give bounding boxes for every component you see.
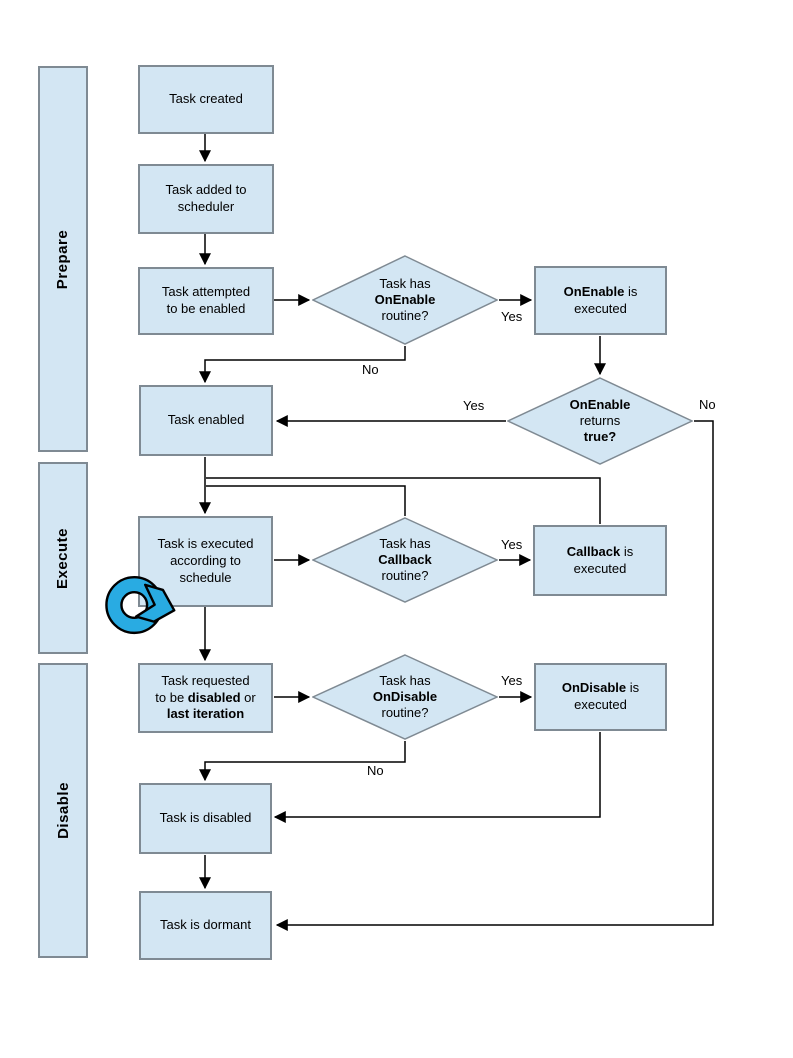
lane-execute-label: Execute [54,527,72,589]
node-task-created-label: Task created [169,91,243,107]
diamond-shape [507,377,693,465]
line: executed [573,560,627,576]
edge-callback-no-loopback [206,485,406,516]
edge-ondisableexec-to-disabled [273,732,601,823]
decision-has-ondisable-routine: Task has OnDisable routine? [312,654,498,740]
line: is [620,543,634,559]
node-task-enabled: Task enabled [139,385,273,456]
edge-label-yes: Yes [501,309,523,324]
decision-has-callback-routine: Task has Callback routine? [312,517,498,603]
line: is [624,283,638,299]
edge-label-yes: Yes [463,398,485,413]
circular-loop-arrow-icon [105,575,176,635]
edge-label-yes: Yes [501,537,523,552]
line: routine? [381,308,429,324]
bold-term: OnEnable [374,291,436,307]
bold-term: OnDisable [561,680,627,696]
line: routine? [381,568,429,584]
lane-disable-label: Disable [54,782,72,839]
bold-term: true? [583,429,617,445]
edge-label-yes: Yes [501,673,523,688]
decision-has-onenable-label: Task has OnEnable routine? [312,255,498,345]
bold-term: OnDisable [372,688,438,704]
lane-prepare: Prepare [38,66,88,452]
line: executed [574,300,627,316]
line: Task added to [165,182,247,198]
line: Task has [379,535,431,551]
lane-execute: Execute [38,462,88,654]
edge-callbackexec-loopback [206,477,601,524]
decision-onenable-returns-true: OnEnable returns true? [507,377,693,465]
line: Task has [379,672,431,688]
line: Task is executed [157,536,254,552]
decision-has-callback-label: Task has Callback routine? [312,517,498,603]
edge-label-no: No [362,362,379,377]
decision-has-ondisable-label: Task has OnDisable routine? [312,654,498,740]
bold-term: Callback [566,543,621,559]
edge-returns-no-to-dormant [275,420,714,931]
edge-ondisable-no [199,741,406,782]
line: according to [170,553,241,569]
lane-disable: Disable [38,663,88,958]
decision-has-onenable-routine: Task has OnEnable routine? [312,255,498,345]
line: Task attempted [161,284,251,300]
line: is [626,680,640,696]
node-task-dormant-label: Task is dormant [159,917,252,933]
line: executed [574,697,627,712]
diamond-shape [312,255,498,345]
line: routine? [381,705,429,721]
diamond-shape [312,654,498,740]
line: or [240,689,256,705]
node-task-disabled-label: Task is disabled [159,810,252,826]
line: Task has [379,275,431,291]
node-task-dormant: Task is dormant [139,891,272,960]
bold-term: disabled [187,689,241,705]
bold-term: OnEnable [569,396,631,412]
bold-term: Callback [378,551,432,567]
diamond-shape [312,517,498,603]
edge-label-no: No [699,397,716,412]
line: returns [579,412,621,428]
decision-onenable-returns-label: OnEnable returns true? [507,377,693,465]
node-task-disabled: Task is disabled [139,783,272,854]
line: Task requested [161,672,250,688]
line: schedule [179,569,232,585]
node-task-created: Task created [138,65,274,134]
line: to be [155,689,188,705]
bold-term: last iteration [166,706,245,722]
edge-label-no: No [367,763,384,778]
line: to be enabled [166,301,246,316]
edge-onenable-no [199,346,406,384]
lane-prepare-label: Prepare [54,229,72,289]
line: scheduler [177,199,235,214]
node-task-enabled-label: Task enabled [167,412,245,428]
bold-term: OnEnable [563,283,625,299]
